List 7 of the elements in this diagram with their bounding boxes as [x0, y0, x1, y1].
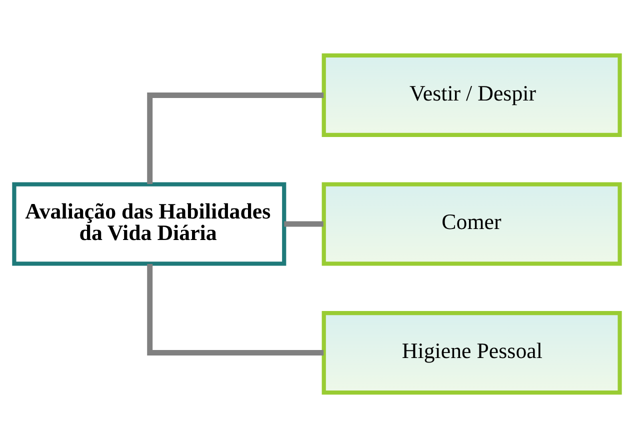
node-box: Comer — [322, 182, 622, 266]
connector — [284, 220, 324, 226]
node-box: Higiene Pessoal — [322, 310, 622, 394]
connector — [147, 264, 324, 356]
node-box: Avaliação das Habilidades da Vida Diária — [12, 182, 286, 266]
connector — [147, 92, 324, 184]
node-box: Vestir / Despir — [322, 52, 622, 136]
